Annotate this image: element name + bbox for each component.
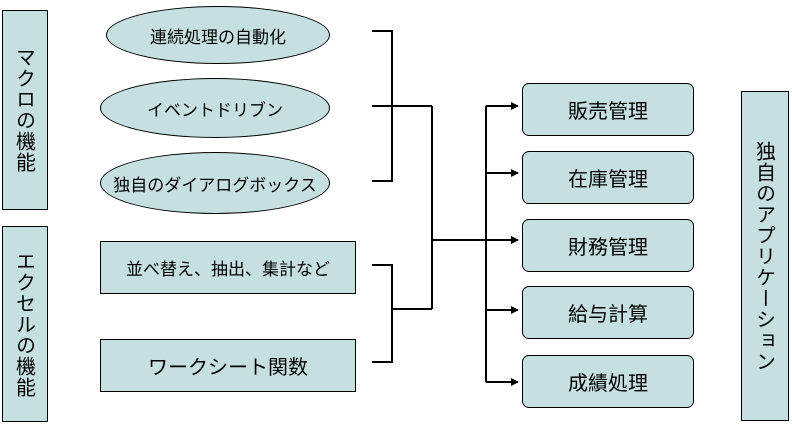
application-label: 成績処理 [568,371,648,395]
custom-application-label: 独自のアプリケーション [741,91,789,421]
excel-feature-box: ワークシート関数 [100,339,356,392]
application-box: 在庫管理 [522,151,694,204]
excel-label: エクセルの機能 [2,226,48,422]
application-label: 在庫管理 [568,167,648,191]
macro-feature-ellipse: イベントドリブン [100,78,330,138]
macro-feature-ellipse: 独自のダイアログボックス [100,152,330,214]
application-box: 販売管理 [522,83,694,136]
macro-feature-ellipse: 連続処理の自動化 [106,6,330,64]
macro-feature-label: 独自のダイアログボックス [113,175,317,196]
excel-feature-box: 並べ替え、抽出、集計など [100,241,356,294]
excel-feature-label: ワークシート関数 [148,355,308,379]
macro-feature-label: イベントドリブン [147,100,283,121]
application-label: 販売管理 [568,99,648,123]
excel-bracket [372,264,393,363]
application-box: 給与計算 [522,286,694,339]
application-label: 給与計算 [568,302,648,326]
excel-label-text: エクセルの機能 [12,250,37,398]
application-box: 財務管理 [522,219,694,272]
excel-feature-label: 並べ替え、抽出、集計など [126,260,330,280]
custom-application-label-text: 独自のアプリケーション [752,140,777,372]
application-label: 財務管理 [568,235,648,259]
macro-feature-label: 連続処理の自動化 [150,27,286,48]
application-box: 成績処理 [522,355,694,408]
macro-label-text: マクロの機能 [12,47,37,173]
macro-label: マクロの機能 [2,10,48,210]
